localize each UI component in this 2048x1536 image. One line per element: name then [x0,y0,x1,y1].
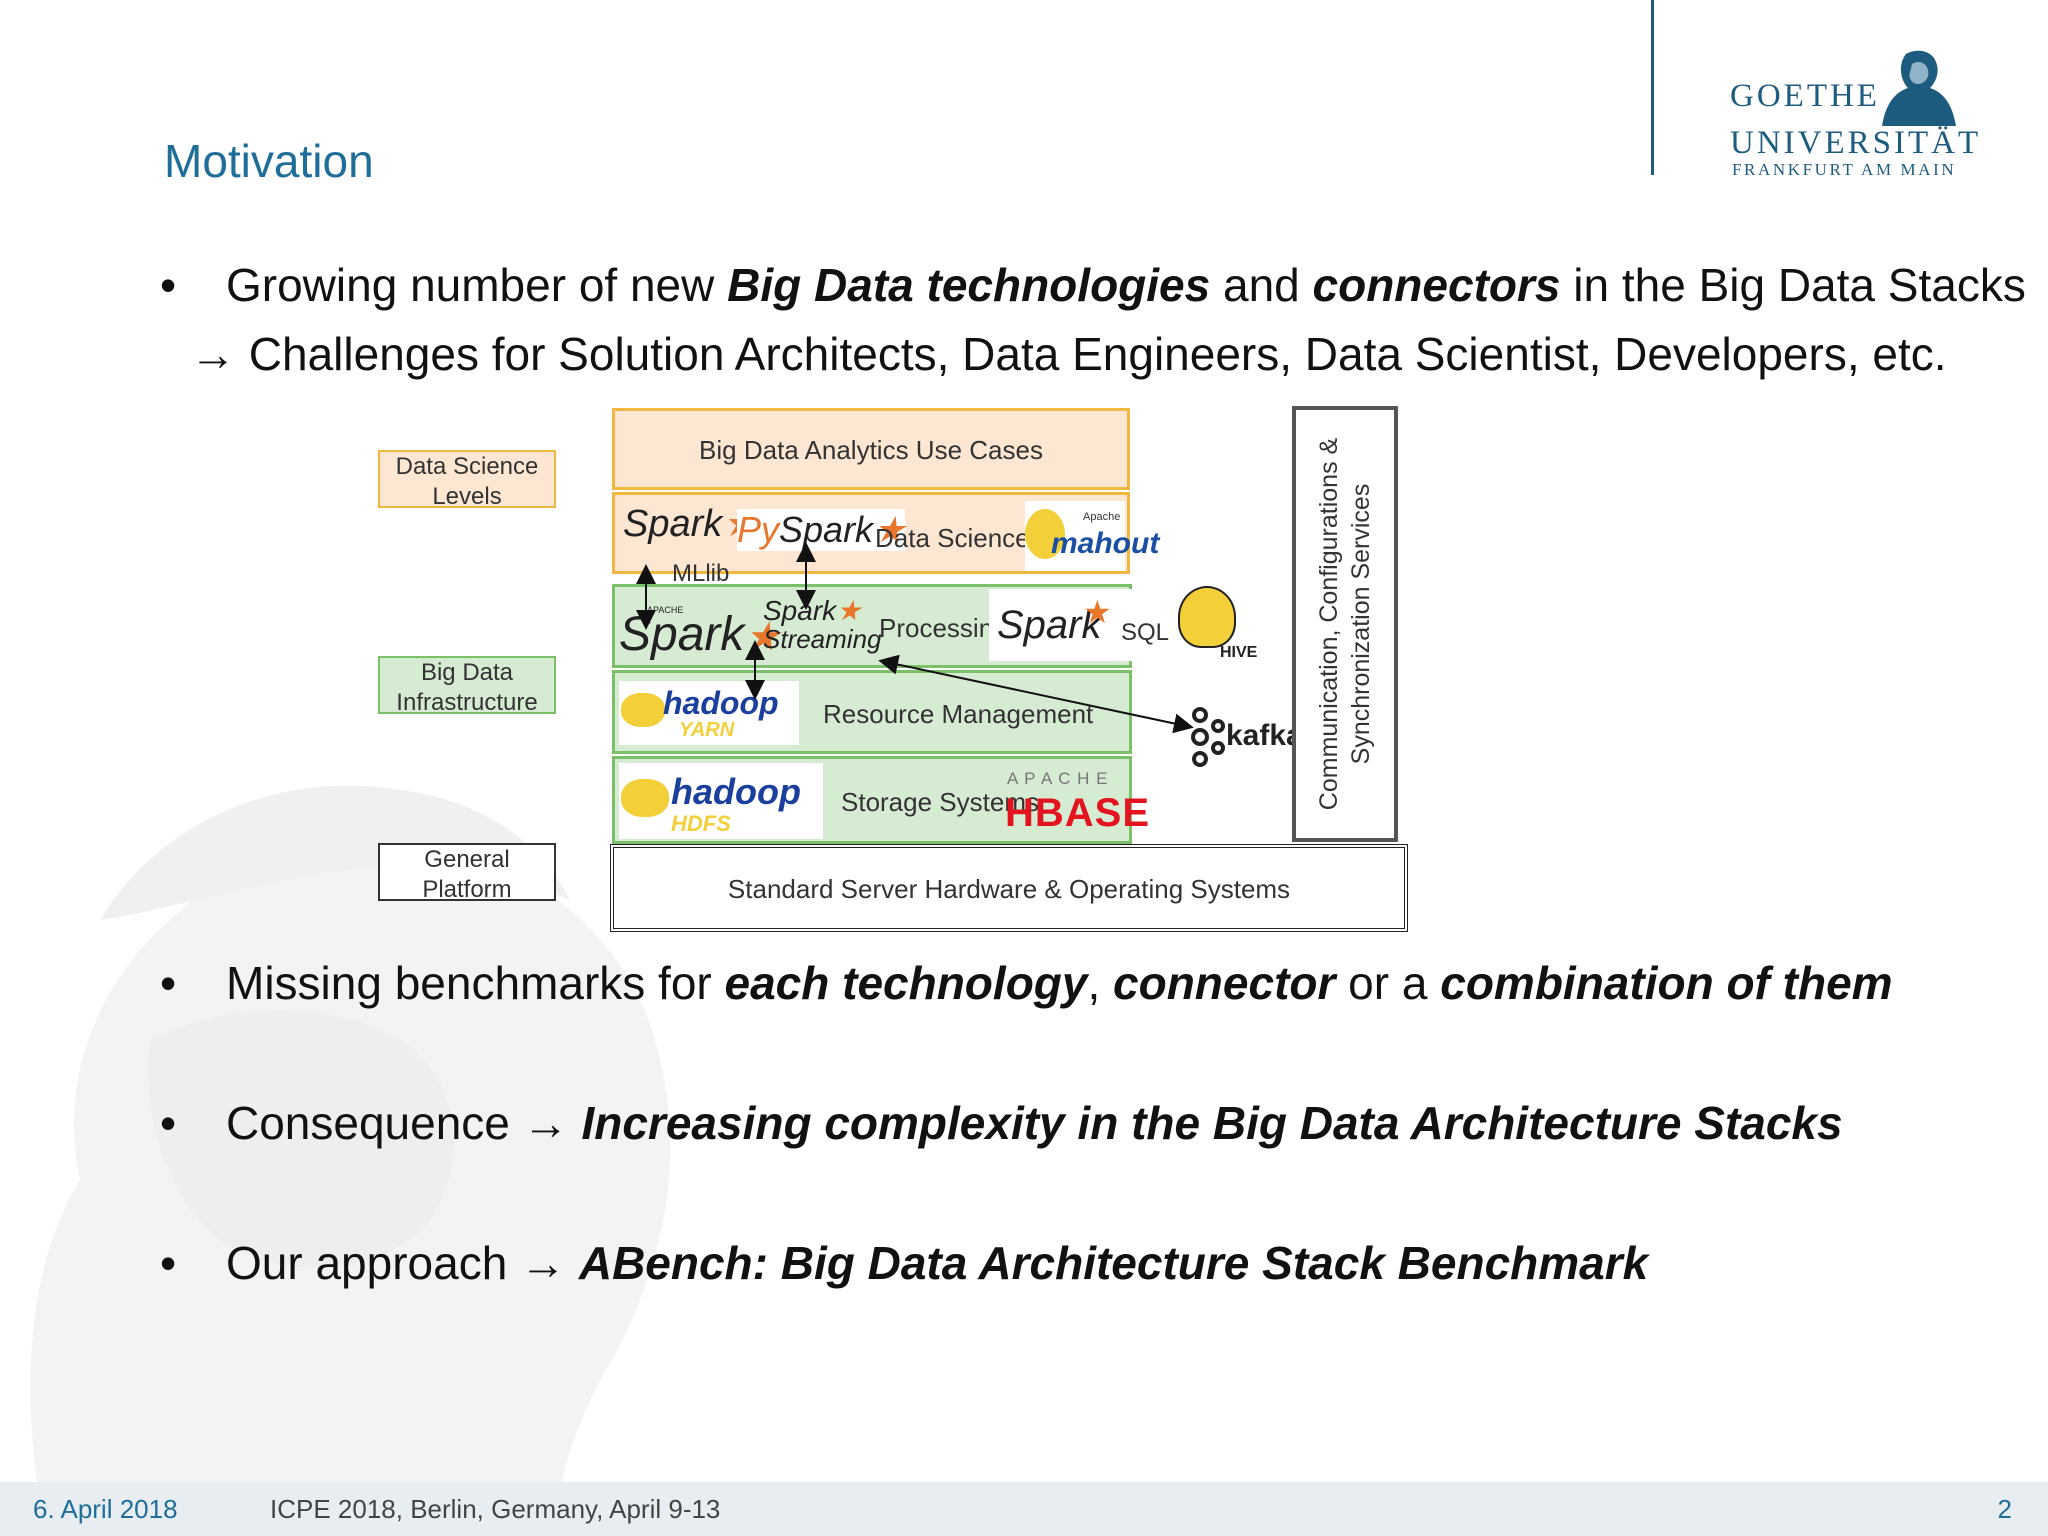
side-panel-line-1: Communication, Configurations & [1315,437,1343,811]
hive-logo: HIVE [1168,586,1260,666]
kafka-icon [1191,707,1225,767]
layer-resource-management: hadoop YARN Resource Management [612,670,1132,754]
bullet-marker: • [160,1097,177,1149]
side-panel-line-2: Synchronization Services [1347,483,1375,765]
bullet-item: • Missing benchmarks for each technology,… [160,956,1893,1010]
mahout-logo: Apache mahout [1025,501,1159,571]
logo-line-goethe: GOETHE [1730,78,1880,114]
watermark-portrait-icon [30,785,671,1500]
goethe-bust-icon [1882,50,1956,126]
level-data-science: Data Science Levels [378,450,556,510]
level-general-platform: General Platform [378,843,556,903]
bullet-item: • Our approach → ABench: Big Data Archite… [160,1236,1648,1290]
logo-line-universitaet: UNIVERSITÄT [1730,125,1982,161]
logo-divider [1651,0,1654,175]
layer-storage-systems: hadoop HDFS Storage Systems A P A C H E … [612,756,1151,844]
layer-hardware: Standard Server Hardware & Operating Sys… [610,844,1408,932]
hadoop-yarn-logo: hadoop YARN [619,681,799,745]
hadoop-hdfs-logo: hadoop HDFS [619,763,823,839]
level-big-data-infrastructure: Big Data Infrastructure [378,656,556,716]
apache-hbase-logo: A P A C H E HBASE [1005,769,1151,835]
footer-bar: 6. April 2018 ICPE 2018, Berlin, Germany… [0,1482,2048,1536]
page-number: 2 [1997,1494,2012,1524]
spark-streaming-logo: Spark★ Streaming [763,595,882,654]
layer-use-cases: Big Data Analytics Use Cases [612,408,1130,490]
bullet-continuation: → Challenges for Solution Architects, Da… [190,328,1947,380]
layer-data-science-tools: Spark★ PySpark★ Data Science Tools Apach… [612,492,1159,574]
footer-conference: ICPE 2018, Berlin, Germany, April 9-13 [270,1494,721,1524]
spark-sql-logo: Spark ★ SQL [989,589,1171,661]
mllib-label: MLlib [672,560,730,587]
bullet-marker: • [160,957,177,1009]
side-panel-communication: Communication, Configurations & Synchron… [1292,406,1398,842]
bullet-text: Consequence → Increasing complexity in t… [226,1097,1843,1149]
page-title: Motivation [164,135,374,187]
pyspark-logo: PySpark★ [737,509,906,551]
bullet-text: Missing benchmarks for each technology, … [226,957,1893,1009]
bullet-item: • Growing number of new Big Data technolo… [160,258,2026,312]
bullet-text: Growing number of new Big Data technolog… [226,259,2026,311]
university-logo[interactable]: GOETHE UNIVERSITÄT FRANKFURT AM MAIN [1728,48,1978,188]
bullet-marker: • [160,1237,177,1289]
big-data-stack-diagram: Data Science Levels Big Data Infrastruct… [370,400,1430,940]
bullet-marker: • [160,259,177,311]
footer-date: 6. April 2018 [33,1494,178,1524]
bullet-item: • Consequence → Increasing complexity in … [160,1096,1843,1150]
layer-processing: APACHE Spark★ Spark★ Streaming Processin… [612,584,1171,668]
logo-line-frankfurt: FRANKFURT AM MAIN [1732,160,1957,179]
bullet-text: Our approach → ABench: Big Data Architec… [226,1237,1649,1289]
